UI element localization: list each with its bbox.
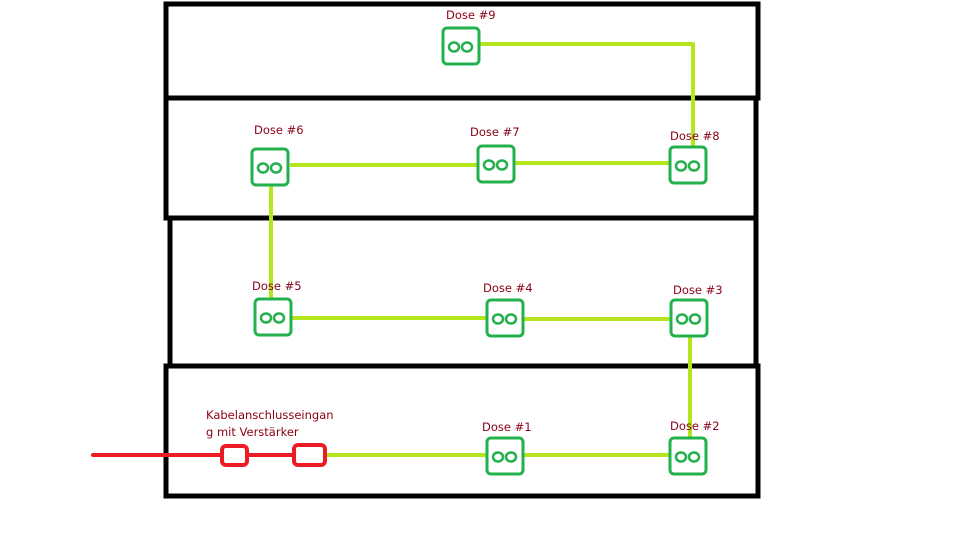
socket-hole-left xyxy=(256,162,270,174)
labels: Kabelanschlusseingan g mit Verstärker Do… xyxy=(206,8,723,439)
socket-label: Dose #2 xyxy=(670,419,720,433)
floor-1 xyxy=(163,363,761,499)
sockets xyxy=(250,26,709,476)
socket-hole-right xyxy=(460,41,474,53)
socket-dose-6 xyxy=(250,147,290,187)
input-label-line1: Kabelanschlusseingan xyxy=(206,408,334,422)
socket-hole-left xyxy=(447,41,461,53)
socket-dose-9 xyxy=(441,26,481,66)
cable-segment-9 xyxy=(479,42,695,146)
socket-label: Dose #1 xyxy=(482,420,532,434)
socket-hole-right xyxy=(504,451,518,463)
socket-hole-right xyxy=(687,160,701,172)
socket-dose-5 xyxy=(253,297,293,337)
socket-dose-1 xyxy=(485,436,525,476)
socket-label: Dose #3 xyxy=(673,283,723,297)
socket-hole-left xyxy=(482,159,496,171)
socket-dose-3 xyxy=(669,298,709,338)
building-walls xyxy=(163,1,761,499)
cable-input-box xyxy=(220,444,249,467)
socket-hole-left xyxy=(491,313,505,325)
socket-hole-right xyxy=(269,162,283,174)
socket-hole-left xyxy=(674,160,688,172)
socket-label: Dose #7 xyxy=(470,125,520,139)
socket-label: Dose #6 xyxy=(254,123,304,137)
socket-dose-2 xyxy=(668,436,708,476)
socket-hole-right xyxy=(495,159,509,171)
socket-dose-7 xyxy=(476,144,516,184)
socket-hole-right xyxy=(688,313,702,325)
socket-hole-right xyxy=(687,451,701,463)
cables xyxy=(269,42,695,457)
socket-hole-left xyxy=(259,312,273,324)
input-label-line2: g mit Verstärker xyxy=(206,425,299,439)
socket-hole-left xyxy=(674,451,688,463)
amplifier-box xyxy=(292,443,327,467)
socket-dose-8 xyxy=(668,145,708,185)
socket-hole-right xyxy=(504,313,518,325)
socket-label: Dose #4 xyxy=(483,281,533,295)
cable-input-amplifier xyxy=(91,443,327,467)
socket-label: Dose #8 xyxy=(670,129,720,143)
socket-dose-4 xyxy=(485,298,525,338)
socket-hole-left xyxy=(675,313,689,325)
socket-label: Dose #5 xyxy=(252,279,302,293)
socket-hole-right xyxy=(272,312,286,324)
socket-label: Dose #9 xyxy=(446,8,496,22)
socket-hole-left xyxy=(491,451,505,463)
